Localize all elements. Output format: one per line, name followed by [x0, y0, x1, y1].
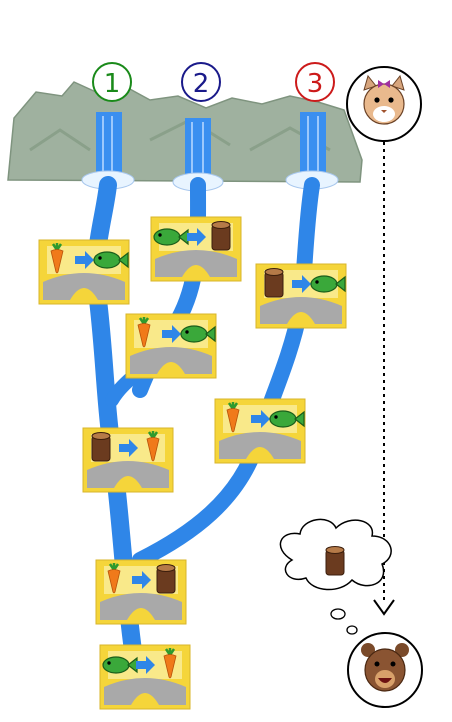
bridge-3: [255, 263, 347, 329]
cat-face-icon: [346, 66, 422, 142]
river-label-2: 2: [181, 62, 221, 102]
bridge-8: [99, 644, 191, 710]
bridge-7: [95, 559, 187, 625]
log-icon: [264, 268, 284, 298]
svg-text:2: 2: [193, 69, 210, 99]
river-label-1: 1: [92, 62, 132, 102]
river-label-3: 3: [295, 62, 335, 102]
log-icon: [91, 432, 111, 462]
bridge-6: [82, 427, 174, 493]
path-indicator: [373, 142, 395, 616]
bear-face-icon: [347, 632, 423, 708]
log-icon: [211, 221, 231, 251]
bridge-5: [214, 398, 306, 464]
bridge-2: [150, 216, 242, 282]
thought-bubble: [279, 518, 392, 635]
svg-text:1: 1: [104, 69, 121, 99]
bridge-1: [38, 239, 130, 305]
bridge-4: [125, 313, 217, 379]
log-icon: [156, 564, 176, 594]
svg-text:3: 3: [307, 69, 324, 99]
